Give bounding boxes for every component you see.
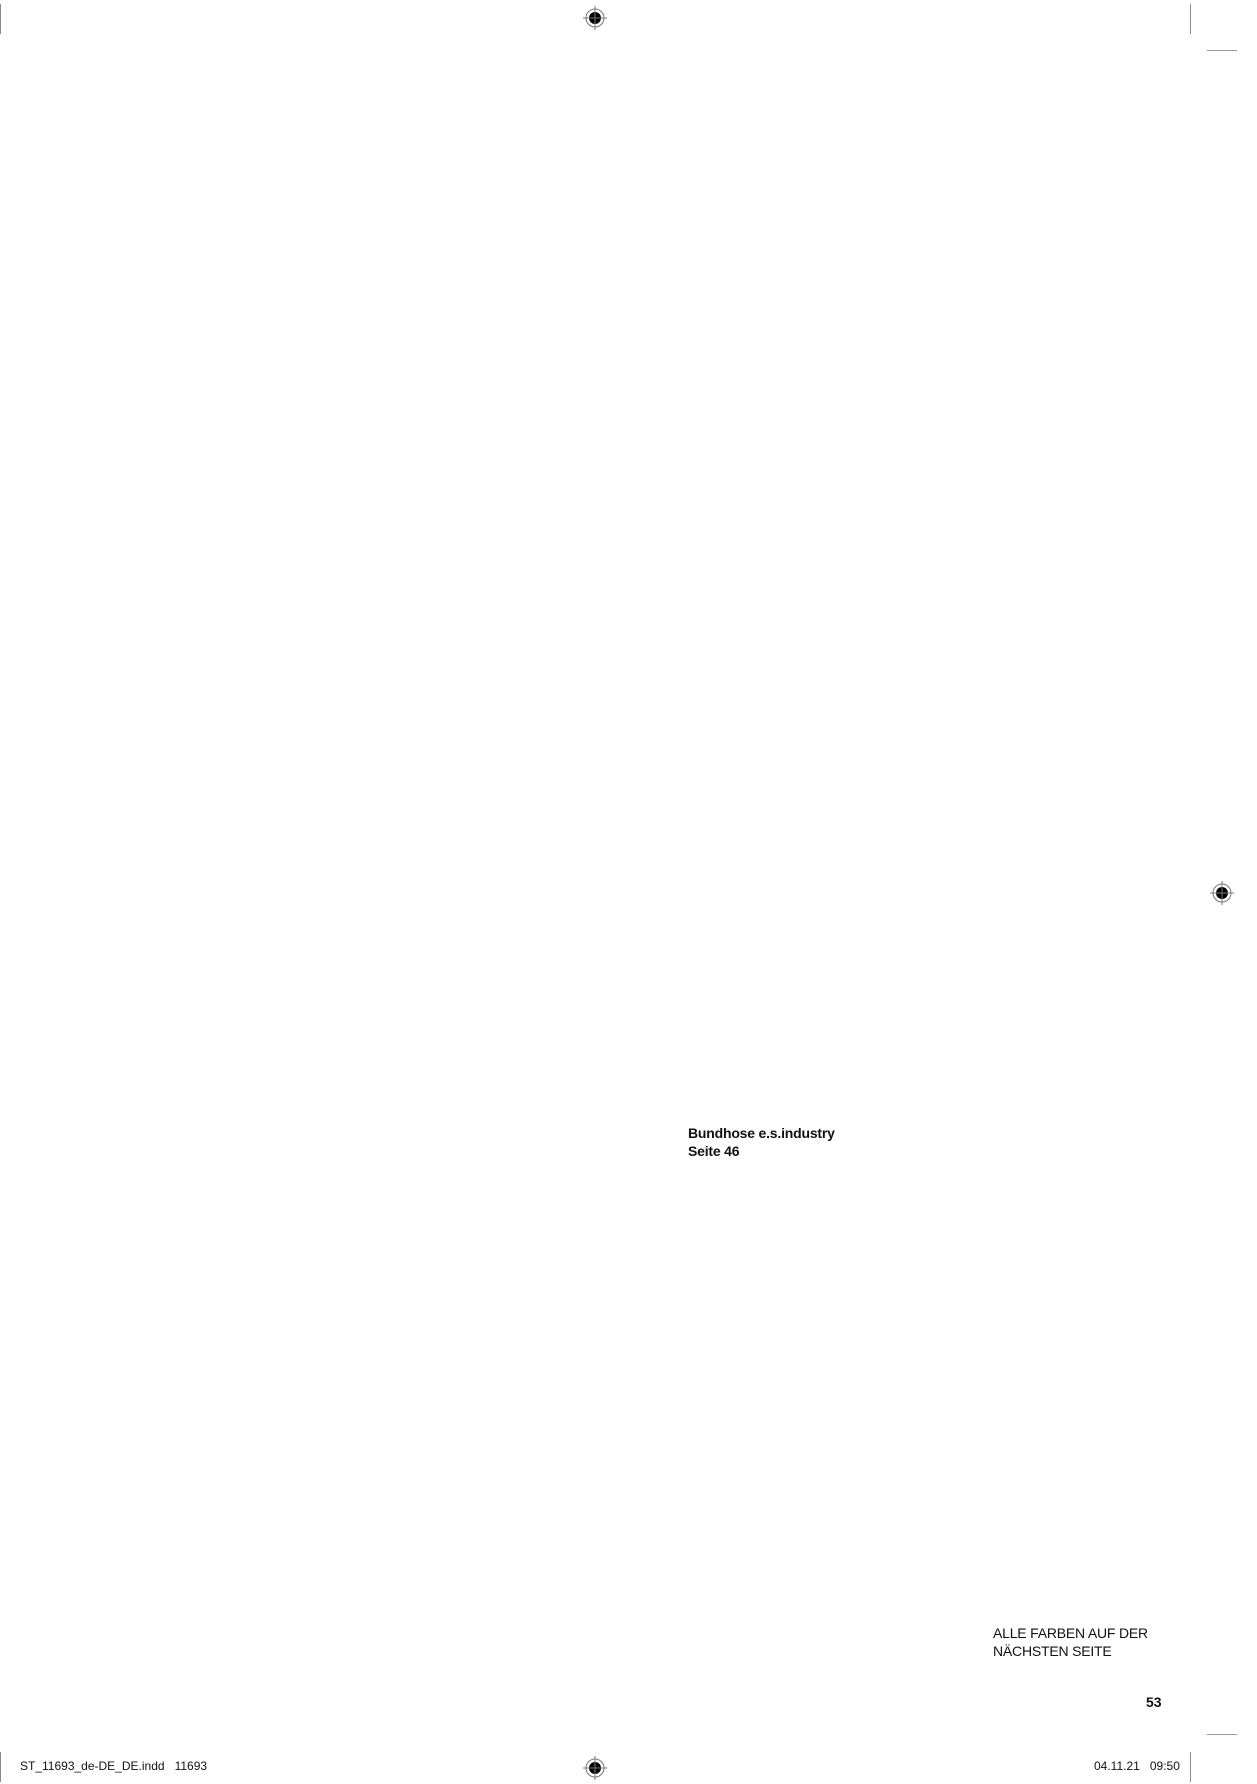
crop-mark-bottom-left xyxy=(0,1752,1,1782)
crop-mark-top-right-horizontal xyxy=(1207,50,1237,51)
product-reference: Bundhose e.s.industry Seite 46 xyxy=(688,1124,835,1160)
registration-mark-icon xyxy=(583,6,607,30)
slug-file-info: ST_11693_de-DE_DE.indd 11693 xyxy=(20,1759,207,1773)
crop-mark-bottom-right-vertical xyxy=(1190,1752,1191,1782)
crop-mark-bottom-right-horizontal xyxy=(1207,1734,1237,1735)
registration-mark-icon xyxy=(583,1756,607,1780)
slug-date: 04.11.21 xyxy=(1094,1759,1140,1773)
slug-filename: ST_11693_de-DE_DE.indd xyxy=(20,1759,165,1773)
crop-mark-top-left xyxy=(0,4,1,34)
crop-mark-top-right-vertical xyxy=(1190,4,1191,34)
slug-time: 09:50 xyxy=(1149,1759,1180,1773)
product-title: Bundhose e.s.industry xyxy=(688,1125,835,1141)
colors-note-line2: NÄCHSTEN SEITE xyxy=(993,1643,1112,1659)
slug-datetime: 04.11.21 09:50 xyxy=(1094,1759,1180,1773)
page-reference: Seite 46 xyxy=(688,1143,740,1159)
page-number: 53 xyxy=(1146,1694,1162,1710)
colors-note: ALLE FARBEN AUF DER NÄCHSTEN SEITE xyxy=(993,1624,1148,1660)
colors-note-line1: ALLE FARBEN AUF DER xyxy=(993,1625,1148,1641)
slug-job: 11693 xyxy=(174,1759,208,1773)
registration-mark-icon xyxy=(1210,881,1234,905)
